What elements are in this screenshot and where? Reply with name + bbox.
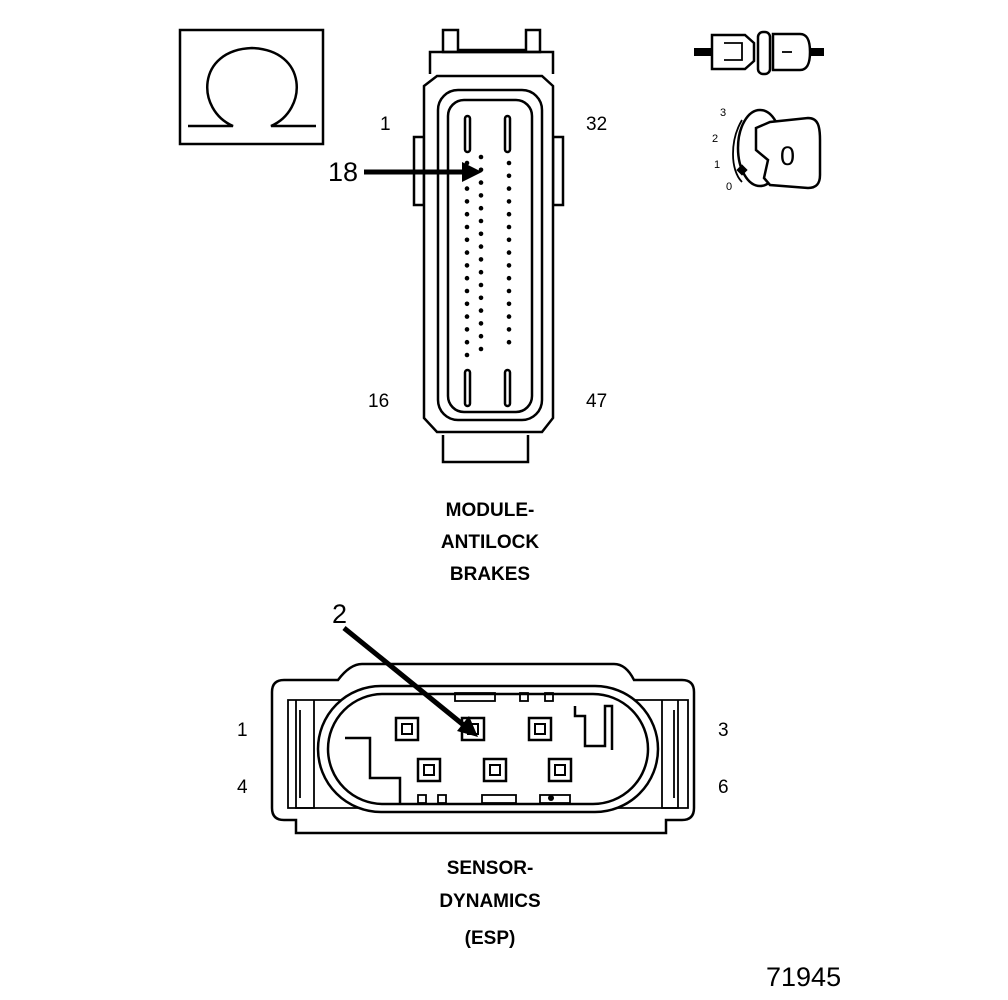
abs-terminal-dot xyxy=(478,308,484,313)
abs-terminal-dot xyxy=(506,327,512,332)
ignition-key-icon: 0 3 2 1 0 xyxy=(712,107,822,193)
abs-terminal-dot xyxy=(478,269,484,275)
abs-terminal-dot xyxy=(506,250,512,255)
abs-terminal-dot xyxy=(464,352,470,358)
abs-terminal-dot xyxy=(506,275,512,281)
test-probe-icon xyxy=(694,30,824,76)
ohmmeter-symbol: Ω xyxy=(178,28,325,146)
abs-terminal-dot xyxy=(506,160,512,166)
abs-terminal-dot xyxy=(478,205,484,211)
abs-terminal-dot xyxy=(506,199,512,204)
abs-terminal-dot xyxy=(464,288,470,294)
abs-terminal-dot xyxy=(464,314,470,319)
abs-terminal-dot xyxy=(478,154,484,160)
abs-terminal-dot xyxy=(478,218,484,224)
key-position-label: 0 xyxy=(780,141,795,171)
abs-terminal-dot xyxy=(478,321,484,326)
figure-number: 71945 xyxy=(766,962,841,992)
abs-terminal-cavities xyxy=(464,154,512,358)
esp-pin-label-3: 3 xyxy=(718,720,729,741)
esp-callout-arrow xyxy=(342,626,478,737)
key-position-2: 2 xyxy=(712,133,718,145)
abs-connector: 1 32 16 47 18 MODULE- ANTILOCK BRAKES xyxy=(328,28,607,585)
abs-caption-line-2: ANTILOCK xyxy=(441,532,539,553)
abs-terminal-dot xyxy=(478,193,484,198)
key-position-1: 1 xyxy=(714,159,720,171)
abs-terminal-dot xyxy=(478,244,484,249)
abs-terminal-dot xyxy=(506,314,512,319)
abs-terminal-dot xyxy=(478,180,484,185)
key-position-0: 0 xyxy=(726,181,732,193)
abs-terminal-dot xyxy=(506,224,512,230)
abs-terminal-dot xyxy=(478,282,484,288)
abs-terminal-dot xyxy=(478,295,484,301)
abs-caption-line-3: BRAKES xyxy=(450,564,530,585)
abs-callout-18: 18 xyxy=(328,157,358,187)
abs-terminal-dot xyxy=(478,231,484,237)
abs-terminal-dot xyxy=(464,186,470,191)
abs-pin-label-1: 1 xyxy=(380,114,391,135)
abs-caption-line-1: MODULE- xyxy=(446,500,535,521)
abs-terminal-dot xyxy=(506,211,512,217)
abs-terminal-dot xyxy=(464,275,470,281)
abs-terminal-dot xyxy=(478,257,484,262)
abs-terminal-dot xyxy=(506,288,512,294)
esp-pin-label-6: 6 xyxy=(718,777,729,798)
esp-caption-line-3: (ESP) xyxy=(465,928,516,949)
abs-terminal-dot xyxy=(464,339,470,345)
abs-pin-label-32: 32 xyxy=(586,114,607,135)
abs-pin-label-47: 47 xyxy=(586,391,607,412)
abs-terminal-dot xyxy=(464,263,470,268)
abs-terminal-dot xyxy=(464,327,470,332)
esp-pin-label-4: 4 xyxy=(237,777,248,798)
esp-callout-2: 2 xyxy=(332,599,347,629)
abs-terminal-dot xyxy=(506,263,512,268)
abs-pin-label-16: 16 xyxy=(368,391,389,412)
abs-terminal-dot xyxy=(464,211,470,217)
esp-caption-line-2: DYNAMICS xyxy=(439,891,540,912)
abs-terminal-dot xyxy=(464,224,470,230)
esp-terminal-cavity xyxy=(534,723,546,735)
esp-terminal-cavity xyxy=(401,723,413,735)
abs-terminal-dot xyxy=(464,250,470,255)
esp-pin-label-1: 1 xyxy=(237,720,248,741)
abs-terminal-dot xyxy=(506,173,512,179)
abs-terminal-dot xyxy=(506,237,512,243)
abs-terminal-dot xyxy=(478,346,484,352)
abs-callout-arrow xyxy=(364,162,482,182)
abs-terminal-dot xyxy=(506,339,512,345)
abs-terminal-dot xyxy=(506,186,512,191)
esp-caption-line-1: SENSOR- xyxy=(447,858,534,879)
key-position-3: 3 xyxy=(720,107,726,119)
abs-terminal-dot xyxy=(464,199,470,204)
esp-connector: 1 3 4 6 2 SENSOR- DYNAMICS (ESP) xyxy=(237,599,729,949)
abs-terminal-dot xyxy=(478,333,484,339)
esp-terminal-cavity xyxy=(423,764,435,776)
abs-terminal-dot xyxy=(464,301,470,307)
abs-terminal-dot xyxy=(506,301,512,307)
esp-terminal-cavity xyxy=(489,764,501,776)
esp-terminal-cavity xyxy=(554,764,566,776)
abs-terminal-dot xyxy=(464,237,470,243)
